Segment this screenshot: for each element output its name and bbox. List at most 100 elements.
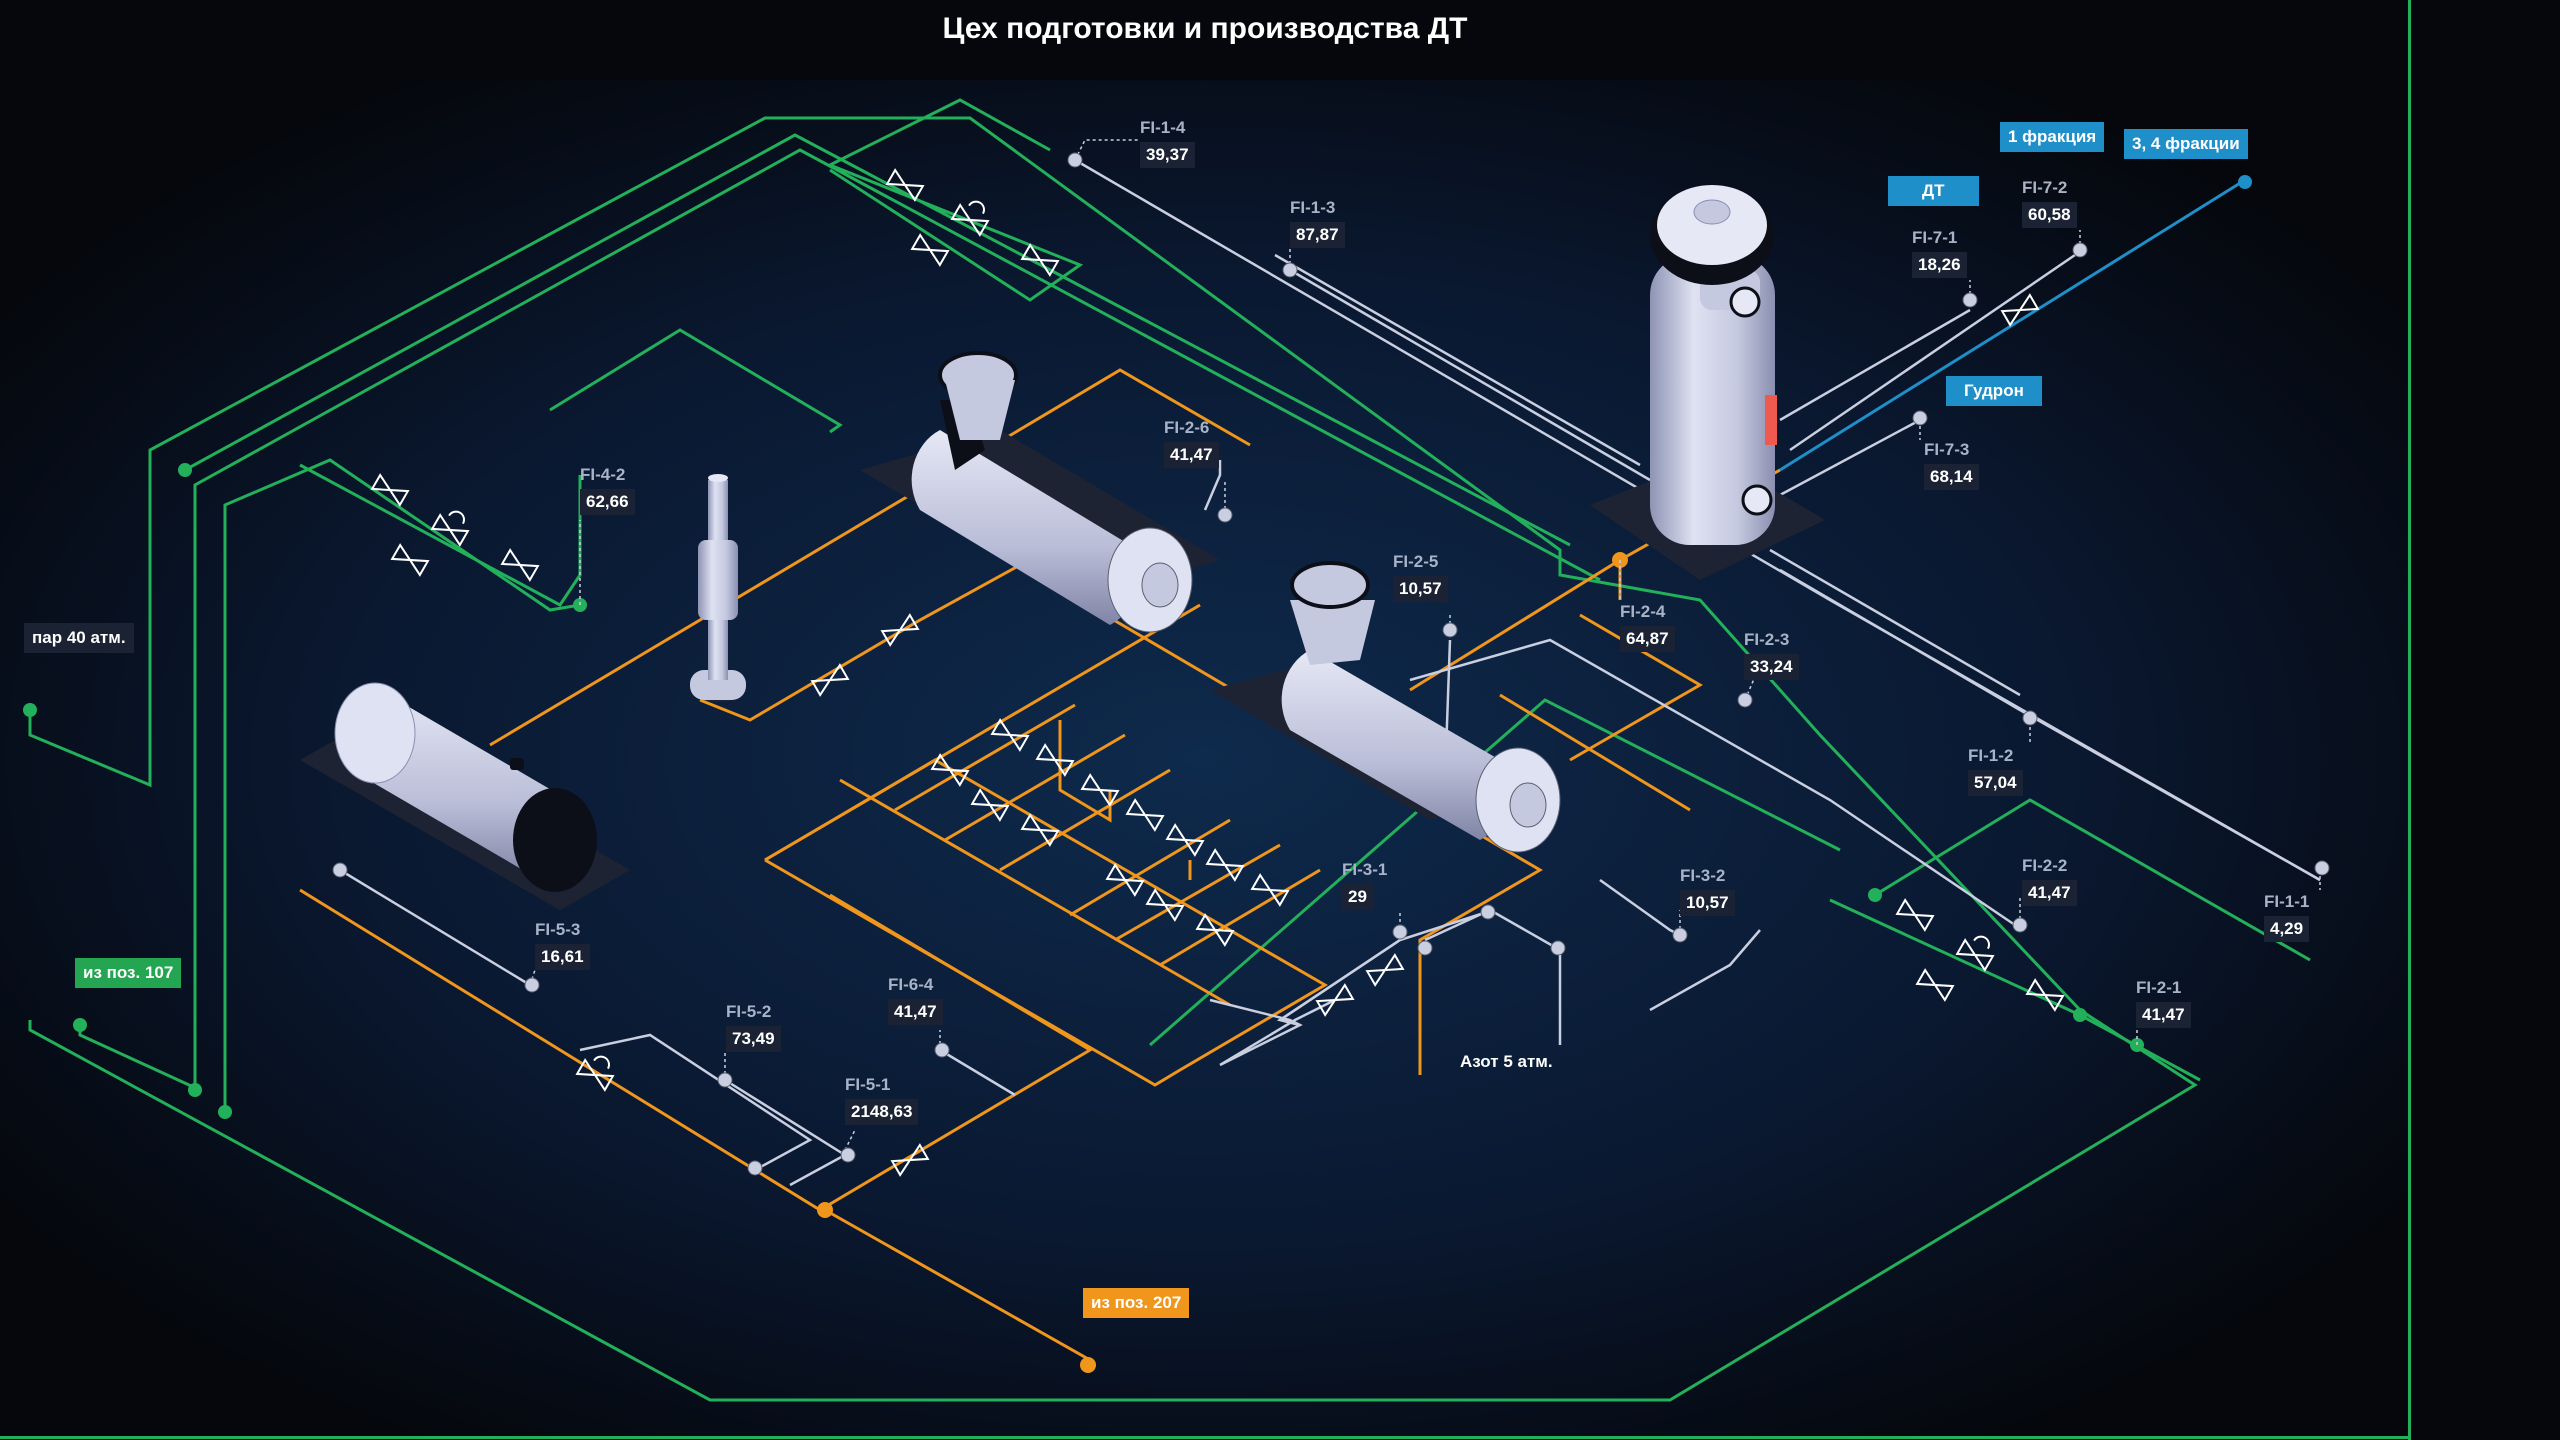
fraction-1-label: 1 фракция bbox=[2000, 122, 2105, 152]
gas-line-1-3b bbox=[1274, 253, 1641, 467]
tag-leader bbox=[844, 1129, 856, 1151]
valve-icon[interactable] bbox=[390, 543, 430, 577]
valve-icon[interactable] bbox=[1020, 243, 1060, 277]
steam-right-link bbox=[1874, 798, 2311, 962]
flow-indicator-id: FI-2-4 bbox=[1620, 602, 1666, 621]
flow-indicator-id: FI-2-5 bbox=[1393, 552, 1439, 571]
horizontal-vessel-left[interactable] bbox=[300, 682, 630, 910]
exchanger-nozzle bbox=[1141, 562, 1179, 608]
valve-icon[interactable] bbox=[890, 1143, 930, 1177]
valve-icon[interactable] bbox=[1035, 743, 1075, 777]
gas-line-1-3 bbox=[1289, 268, 1651, 482]
gas-line-5-2 bbox=[579, 1033, 813, 1172]
valve-icon[interactable] bbox=[1080, 773, 1120, 807]
valve-icon[interactable] bbox=[910, 233, 950, 267]
valve-icon[interactable] bbox=[990, 718, 1030, 752]
check-valve-icon[interactable] bbox=[1315, 983, 1355, 1017]
gas-node bbox=[2022, 710, 2038, 726]
valve-icon[interactable] bbox=[1365, 953, 1405, 987]
flow-indicator-value: 60,58 bbox=[2022, 202, 2077, 228]
valve-icon[interactable] bbox=[1105, 863, 1145, 897]
valve-icon[interactable] bbox=[1205, 848, 1245, 882]
gas-line-7-2 bbox=[1789, 253, 2076, 452]
gas-node bbox=[934, 1042, 950, 1058]
control-valve-icon[interactable] bbox=[575, 1050, 619, 1092]
gas-line-2-2 bbox=[1409, 638, 2016, 927]
valve-icon[interactable] bbox=[930, 753, 970, 787]
product-from-207 bbox=[824, 1208, 1091, 1362]
heat-exchanger-1[interactable] bbox=[860, 351, 1220, 633]
filter-cap bbox=[708, 474, 728, 482]
gas-node bbox=[1480, 904, 1496, 920]
check-valve-icon[interactable] bbox=[880, 613, 920, 647]
steam-line-2 bbox=[184, 133, 1571, 547]
column-top-cap bbox=[1657, 185, 1767, 265]
valve-icon[interactable] bbox=[370, 473, 410, 507]
light-fraction-line bbox=[1779, 178, 2246, 472]
gas-node bbox=[1417, 940, 1433, 956]
valve-icon[interactable] bbox=[1915, 968, 1955, 1002]
steam-node bbox=[23, 703, 37, 717]
valve-icon[interactable] bbox=[1145, 888, 1185, 922]
check-valve-icon[interactable] bbox=[2000, 293, 2040, 327]
filter-column[interactable] bbox=[690, 474, 746, 702]
exchanger-neck bbox=[1290, 600, 1375, 665]
control-valve-icon[interactable] bbox=[430, 505, 474, 547]
gas-node bbox=[1962, 292, 1978, 308]
steam-40atm-label: пар 40 атм. bbox=[24, 623, 134, 653]
valve-icon[interactable] bbox=[1895, 898, 1935, 932]
flow-indicator-id: FI-5-1 bbox=[845, 1075, 891, 1094]
valve-icon[interactable] bbox=[500, 548, 540, 582]
valve-icon[interactable] bbox=[1195, 913, 1235, 947]
valve-icon[interactable] bbox=[885, 168, 925, 202]
light-fraction-node bbox=[2238, 175, 2252, 189]
steam-node bbox=[73, 1018, 87, 1032]
vessel-end-cap bbox=[334, 682, 416, 784]
from-207-label: из поз. 207 bbox=[1083, 1288, 1190, 1318]
flow-indicator-id: FI-5-2 bbox=[726, 1002, 772, 1021]
flow-indicator-fi-2-5[interactable]: FI-2-5 10,57 bbox=[1393, 552, 1448, 602]
gas-line-1-2 bbox=[1769, 548, 2021, 697]
valve-icon[interactable] bbox=[1250, 873, 1290, 907]
gas-line-7-3 bbox=[1779, 418, 1921, 497]
exchanger-nozzle bbox=[1509, 782, 1547, 828]
steam-bypass bbox=[549, 328, 843, 434]
flow-indicator-value: 10,57 bbox=[1393, 576, 1448, 602]
heat-exchanger-2[interactable] bbox=[1210, 561, 1561, 853]
distillation-column[interactable] bbox=[1590, 185, 1825, 580]
valve-icon[interactable] bbox=[1165, 823, 1205, 857]
valve-icon[interactable] bbox=[1020, 813, 1060, 847]
control-valve-icon[interactable] bbox=[950, 195, 994, 237]
gas-node bbox=[524, 977, 540, 993]
valve-icon[interactable] bbox=[1125, 798, 1165, 832]
valve-icon[interactable] bbox=[2025, 978, 2065, 1012]
flow-indicator-id: FI-7-1 bbox=[1912, 228, 1958, 247]
valve-icon[interactable] bbox=[810, 663, 850, 697]
steam-node bbox=[218, 1105, 232, 1119]
tar-label: Гудрон bbox=[1946, 376, 2042, 406]
gas-line-7-1 bbox=[1779, 308, 1971, 422]
valve-icon[interactable] bbox=[970, 788, 1010, 822]
control-valve-icon[interactable] bbox=[1955, 930, 1999, 972]
gas-node bbox=[2072, 242, 2088, 258]
steam-main-loop bbox=[28, 116, 2198, 1402]
